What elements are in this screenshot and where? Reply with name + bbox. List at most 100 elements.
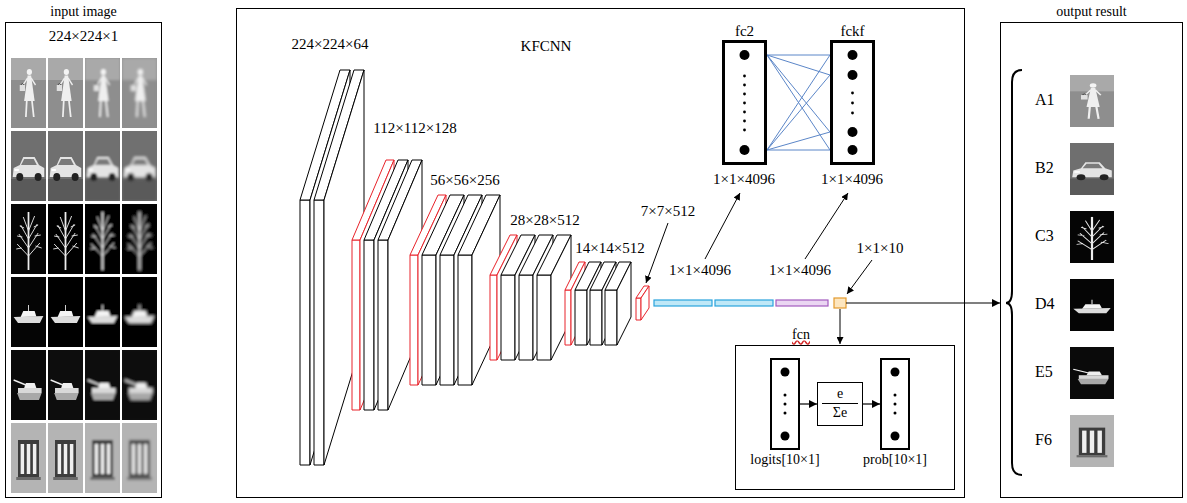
neuron-dots bbox=[784, 412, 787, 415]
connector-arrow bbox=[800, 403, 817, 404]
conv-block bbox=[537, 275, 551, 360]
input-thumbnail bbox=[11, 350, 46, 420]
input-thumbnail bbox=[85, 58, 120, 128]
input-thumbnail bbox=[11, 204, 46, 274]
conv-block bbox=[314, 70, 364, 465]
boat-image bbox=[11, 277, 46, 347]
output-thumbnail bbox=[1070, 211, 1114, 263]
full-connections bbox=[767, 55, 830, 132]
input-thumbnail bbox=[85, 131, 120, 201]
full-connections bbox=[767, 55, 830, 150]
dimension-label: 1×1×4096 bbox=[669, 262, 731, 279]
neuron-dots bbox=[891, 368, 900, 377]
input-thumbnail bbox=[48, 350, 83, 420]
full-connections bbox=[767, 55, 830, 150]
leader-arrow bbox=[847, 260, 872, 294]
boat-image bbox=[122, 277, 157, 347]
neuron-dots bbox=[851, 112, 854, 115]
fc-bar bbox=[776, 300, 828, 306]
connector-arrow bbox=[965, 302, 1000, 303]
panel-title: output result bbox=[1056, 4, 1126, 20]
neuron-dots bbox=[894, 394, 897, 397]
neuron-dots bbox=[851, 92, 854, 95]
conv-block bbox=[300, 200, 310, 465]
neuron-dots bbox=[894, 412, 897, 415]
conv-block bbox=[378, 160, 422, 410]
output-thumbnail bbox=[1070, 415, 1114, 467]
output-bar bbox=[834, 298, 846, 308]
output-thumbnail bbox=[1070, 347, 1114, 399]
neuron-dots bbox=[784, 403, 787, 406]
tree-image bbox=[48, 204, 83, 274]
neuron-dots bbox=[848, 127, 858, 137]
conv-block bbox=[537, 235, 571, 360]
input-thumbnail bbox=[85, 423, 120, 493]
input-thumbnail bbox=[122, 204, 157, 274]
full-connections bbox=[767, 75, 830, 150]
fc-bar bbox=[654, 300, 712, 306]
vector-column: logits[10×1] bbox=[770, 358, 800, 450]
input-thumbnail bbox=[11, 423, 46, 493]
softmax-box: eΣe bbox=[817, 382, 863, 426]
vector-label: prob[10×1] bbox=[863, 452, 927, 468]
car-image bbox=[1070, 143, 1114, 195]
tank-image bbox=[48, 350, 83, 420]
input-thumbnail bbox=[48, 131, 83, 201]
full-connections bbox=[767, 55, 830, 75]
panel-title: input image bbox=[50, 4, 117, 20]
dimension-label: 7×7×512 bbox=[641, 203, 695, 220]
tank-image bbox=[122, 350, 157, 420]
neuron-dots bbox=[743, 102, 746, 105]
conv-block bbox=[617, 262, 631, 345]
input-thumbnail bbox=[122, 350, 157, 420]
input-thumbnail bbox=[85, 423, 120, 493]
fc-bar bbox=[715, 300, 773, 306]
class-label: D4 bbox=[1035, 295, 1055, 313]
conv-block bbox=[378, 240, 388, 410]
window-image bbox=[11, 423, 46, 493]
class-label: E5 bbox=[1035, 363, 1053, 381]
input-thumbnail bbox=[85, 131, 120, 201]
full-connection-line bbox=[767, 55, 830, 56]
neuron-dots bbox=[743, 75, 746, 78]
input-thumbnail bbox=[48, 277, 83, 347]
pool-block bbox=[636, 298, 641, 320]
input-thumbnail bbox=[11, 204, 46, 274]
leader-arrow bbox=[805, 193, 848, 259]
person-image bbox=[122, 58, 157, 128]
leader-arrow bbox=[840, 309, 841, 344]
window-image bbox=[1070, 415, 1114, 467]
softmax-panel: fcnlogits[10×1]eΣeprob[10×1] bbox=[735, 345, 955, 490]
input-thumbnail bbox=[11, 131, 46, 201]
person-image bbox=[11, 58, 46, 128]
network-name: KFCNN bbox=[521, 38, 572, 55]
pool-block bbox=[641, 286, 649, 320]
input-thumbnail bbox=[11, 131, 46, 201]
input-thumbnail bbox=[85, 204, 120, 274]
neuron-dots bbox=[784, 394, 787, 397]
neuron-dots bbox=[781, 432, 790, 441]
conv-block bbox=[472, 195, 500, 385]
softmax-denominator: Σe bbox=[822, 405, 858, 421]
input-thumbnail bbox=[11, 58, 46, 128]
vector-label: logits[10×1] bbox=[750, 452, 819, 468]
input-thumbnail bbox=[85, 58, 120, 128]
neuron-dots bbox=[894, 403, 897, 406]
conv-block bbox=[590, 262, 616, 345]
neuron-dots bbox=[743, 120, 746, 123]
conv-block bbox=[575, 262, 601, 345]
conv-block bbox=[458, 195, 500, 385]
input-thumbnail bbox=[85, 277, 120, 347]
person-image bbox=[85, 58, 120, 128]
input-thumbnail bbox=[48, 131, 83, 201]
input-thumbnail bbox=[122, 131, 157, 201]
layer-blocks bbox=[300, 70, 649, 465]
car-image bbox=[122, 131, 157, 201]
pool-block bbox=[636, 286, 649, 320]
pool-block bbox=[565, 290, 571, 345]
neuron-dots bbox=[848, 145, 858, 155]
neuron-dots bbox=[851, 102, 854, 105]
dimension-label: 1×1×4096 bbox=[821, 171, 883, 188]
input-thumbnail bbox=[48, 423, 83, 493]
